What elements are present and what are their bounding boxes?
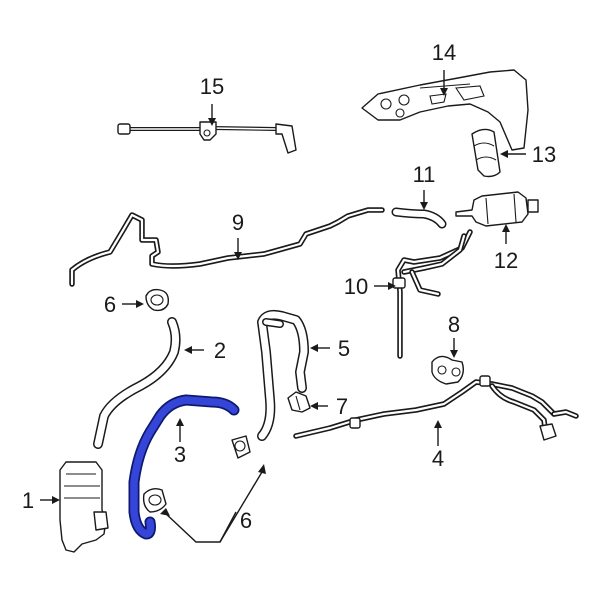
callout-10: 10 (344, 274, 368, 299)
callout-labels: 15 14 13 11 12 9 10 6 2 5 8 7 3 4 1 6 (22, 40, 556, 533)
callout-7: 7 (336, 394, 348, 419)
callout-12: 12 (494, 248, 518, 273)
part-10-tube[interactable] (392, 229, 473, 359)
callout-8: 8 (448, 312, 460, 337)
callout-11: 11 (413, 162, 436, 187)
callout-2: 2 (214, 338, 226, 363)
callout-9: 9 (232, 210, 244, 235)
leader-lines (40, 70, 526, 543)
part-5-hose[interactable] (257, 309, 309, 441)
callout-3: 3 (174, 442, 186, 467)
callout-4: 4 (432, 446, 444, 471)
part-8-bracket[interactable] (431, 355, 465, 385)
callout-5: 5 (338, 336, 350, 361)
part-15-sensor-harness[interactable] (117, 121, 297, 154)
part-12-canister[interactable] (455, 191, 539, 227)
callout-13: 13 (532, 142, 556, 167)
part-11-hose[interactable] (391, 207, 447, 229)
callout-6-lower: 6 (240, 508, 252, 533)
part-1-reservoir[interactable] (59, 461, 109, 553)
part-6-clamp-lower-b[interactable] (142, 487, 167, 513)
part-6-clamp-lower-a[interactable] (231, 435, 251, 459)
part-2-hose[interactable] (93, 317, 181, 449)
part-13-insulator[interactable] (471, 128, 501, 178)
part-9-vapor-tube[interactable] (69, 207, 385, 287)
part-4-line-assembly[interactable] (293, 375, 579, 441)
callout-15: 15 (200, 74, 224, 99)
part-14-heat-shield[interactable] (361, 69, 529, 151)
part-3-hose-highlighted[interactable] (128, 394, 240, 540)
callout-6-upper: 6 (104, 292, 116, 317)
callout-14: 14 (432, 40, 456, 65)
part-7-connector[interactable] (287, 391, 311, 413)
part-6-clamp-upper[interactable] (145, 288, 170, 312)
callout-1: 1 (22, 488, 34, 513)
